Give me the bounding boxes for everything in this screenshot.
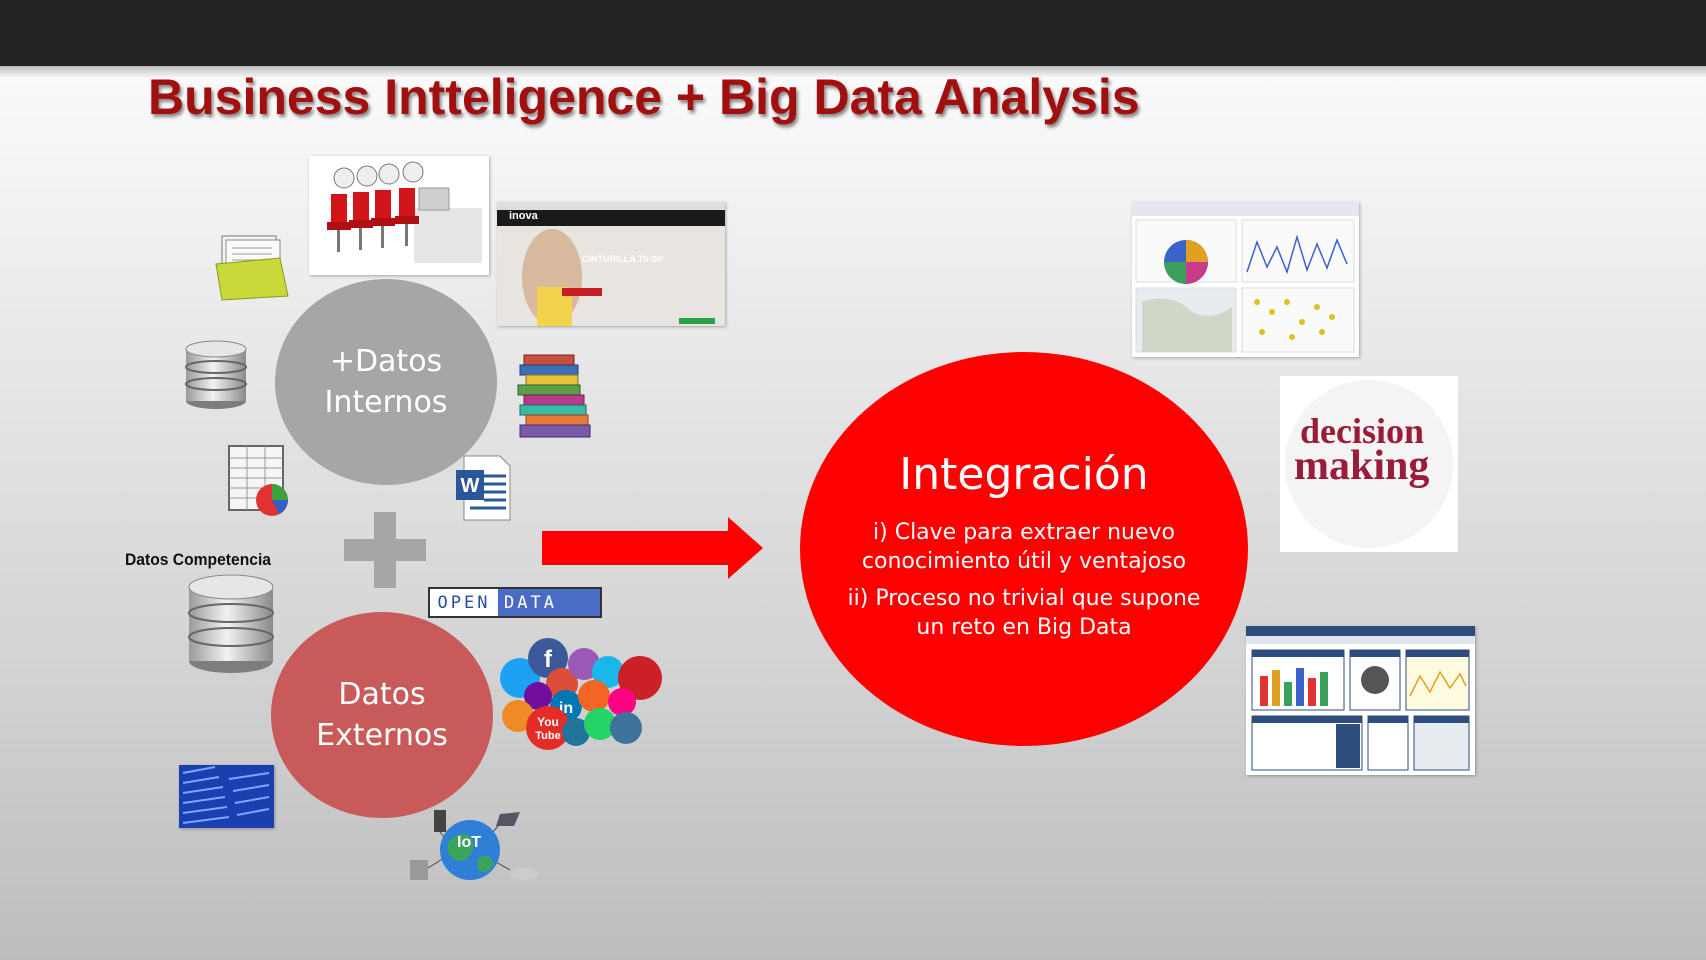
word-cloud-image: decision making [1280, 376, 1458, 552]
word-doc-icon: W [454, 454, 514, 522]
business-dashboard-image [1246, 626, 1475, 775]
integration-point-2: ii) Proceso no trivial que supone un ret… [847, 585, 1201, 640]
integration-title: Integración [899, 448, 1149, 500]
external-data-line1: Datos [338, 677, 426, 712]
svg-text:You: You [537, 715, 559, 729]
plus-icon [344, 512, 426, 588]
website-brand: inova [509, 210, 538, 222]
internal-data-circle: +Datos Internos [275, 279, 497, 485]
open-data-open: OPEN [430, 589, 498, 616]
books-icon [516, 351, 598, 444]
open-data-data: DATA [498, 589, 600, 616]
svg-text:Tube: Tube [535, 730, 560, 742]
analytics-dashboard-image [1132, 202, 1359, 357]
call-center-image [309, 156, 489, 275]
database-icon [184, 339, 248, 411]
integration-point-1: i) Clave para extraer nuevo conocimiento… [861, 519, 1187, 574]
arrow-icon [542, 517, 763, 579]
social-media-icon: f in You Tube [496, 636, 668, 756]
top-bar-shadow [0, 66, 1706, 78]
competition-database-icon [186, 573, 276, 675]
internal-data-line2: Internos [324, 385, 448, 420]
svg-text:f: f [544, 646, 553, 673]
open-data-logo: OPEN DATA [428, 587, 602, 618]
slide-title: Business Intteligence + Big Data Analysi… [148, 69, 1140, 125]
iot-label: IoT [457, 834, 481, 851]
word-cloud-word2: making [1294, 443, 1430, 489]
website-banner: CINTURILLA 70-30° [582, 254, 665, 264]
internal-data-line1: +Datos [329, 344, 443, 379]
website-screenshot: inova CINTURILLA 70-30° [497, 202, 725, 326]
integration-circle: Integración i) Clave para extraer nuevo … [800, 352, 1248, 746]
iot-globe-icon: IoT [408, 808, 540, 884]
spreadsheet-icon [227, 444, 295, 518]
folder-icon [212, 234, 292, 302]
word-cloud-word1: decision [1300, 411, 1425, 451]
stock-ticker-icon [179, 765, 274, 828]
external-data-line2: Externos [316, 718, 448, 753]
competition-label: Datos Competencia [125, 550, 272, 569]
external-data-circle: Datos Externos [271, 612, 493, 818]
top-bar [0, 0, 1706, 66]
svg-text:W: W [461, 475, 480, 497]
